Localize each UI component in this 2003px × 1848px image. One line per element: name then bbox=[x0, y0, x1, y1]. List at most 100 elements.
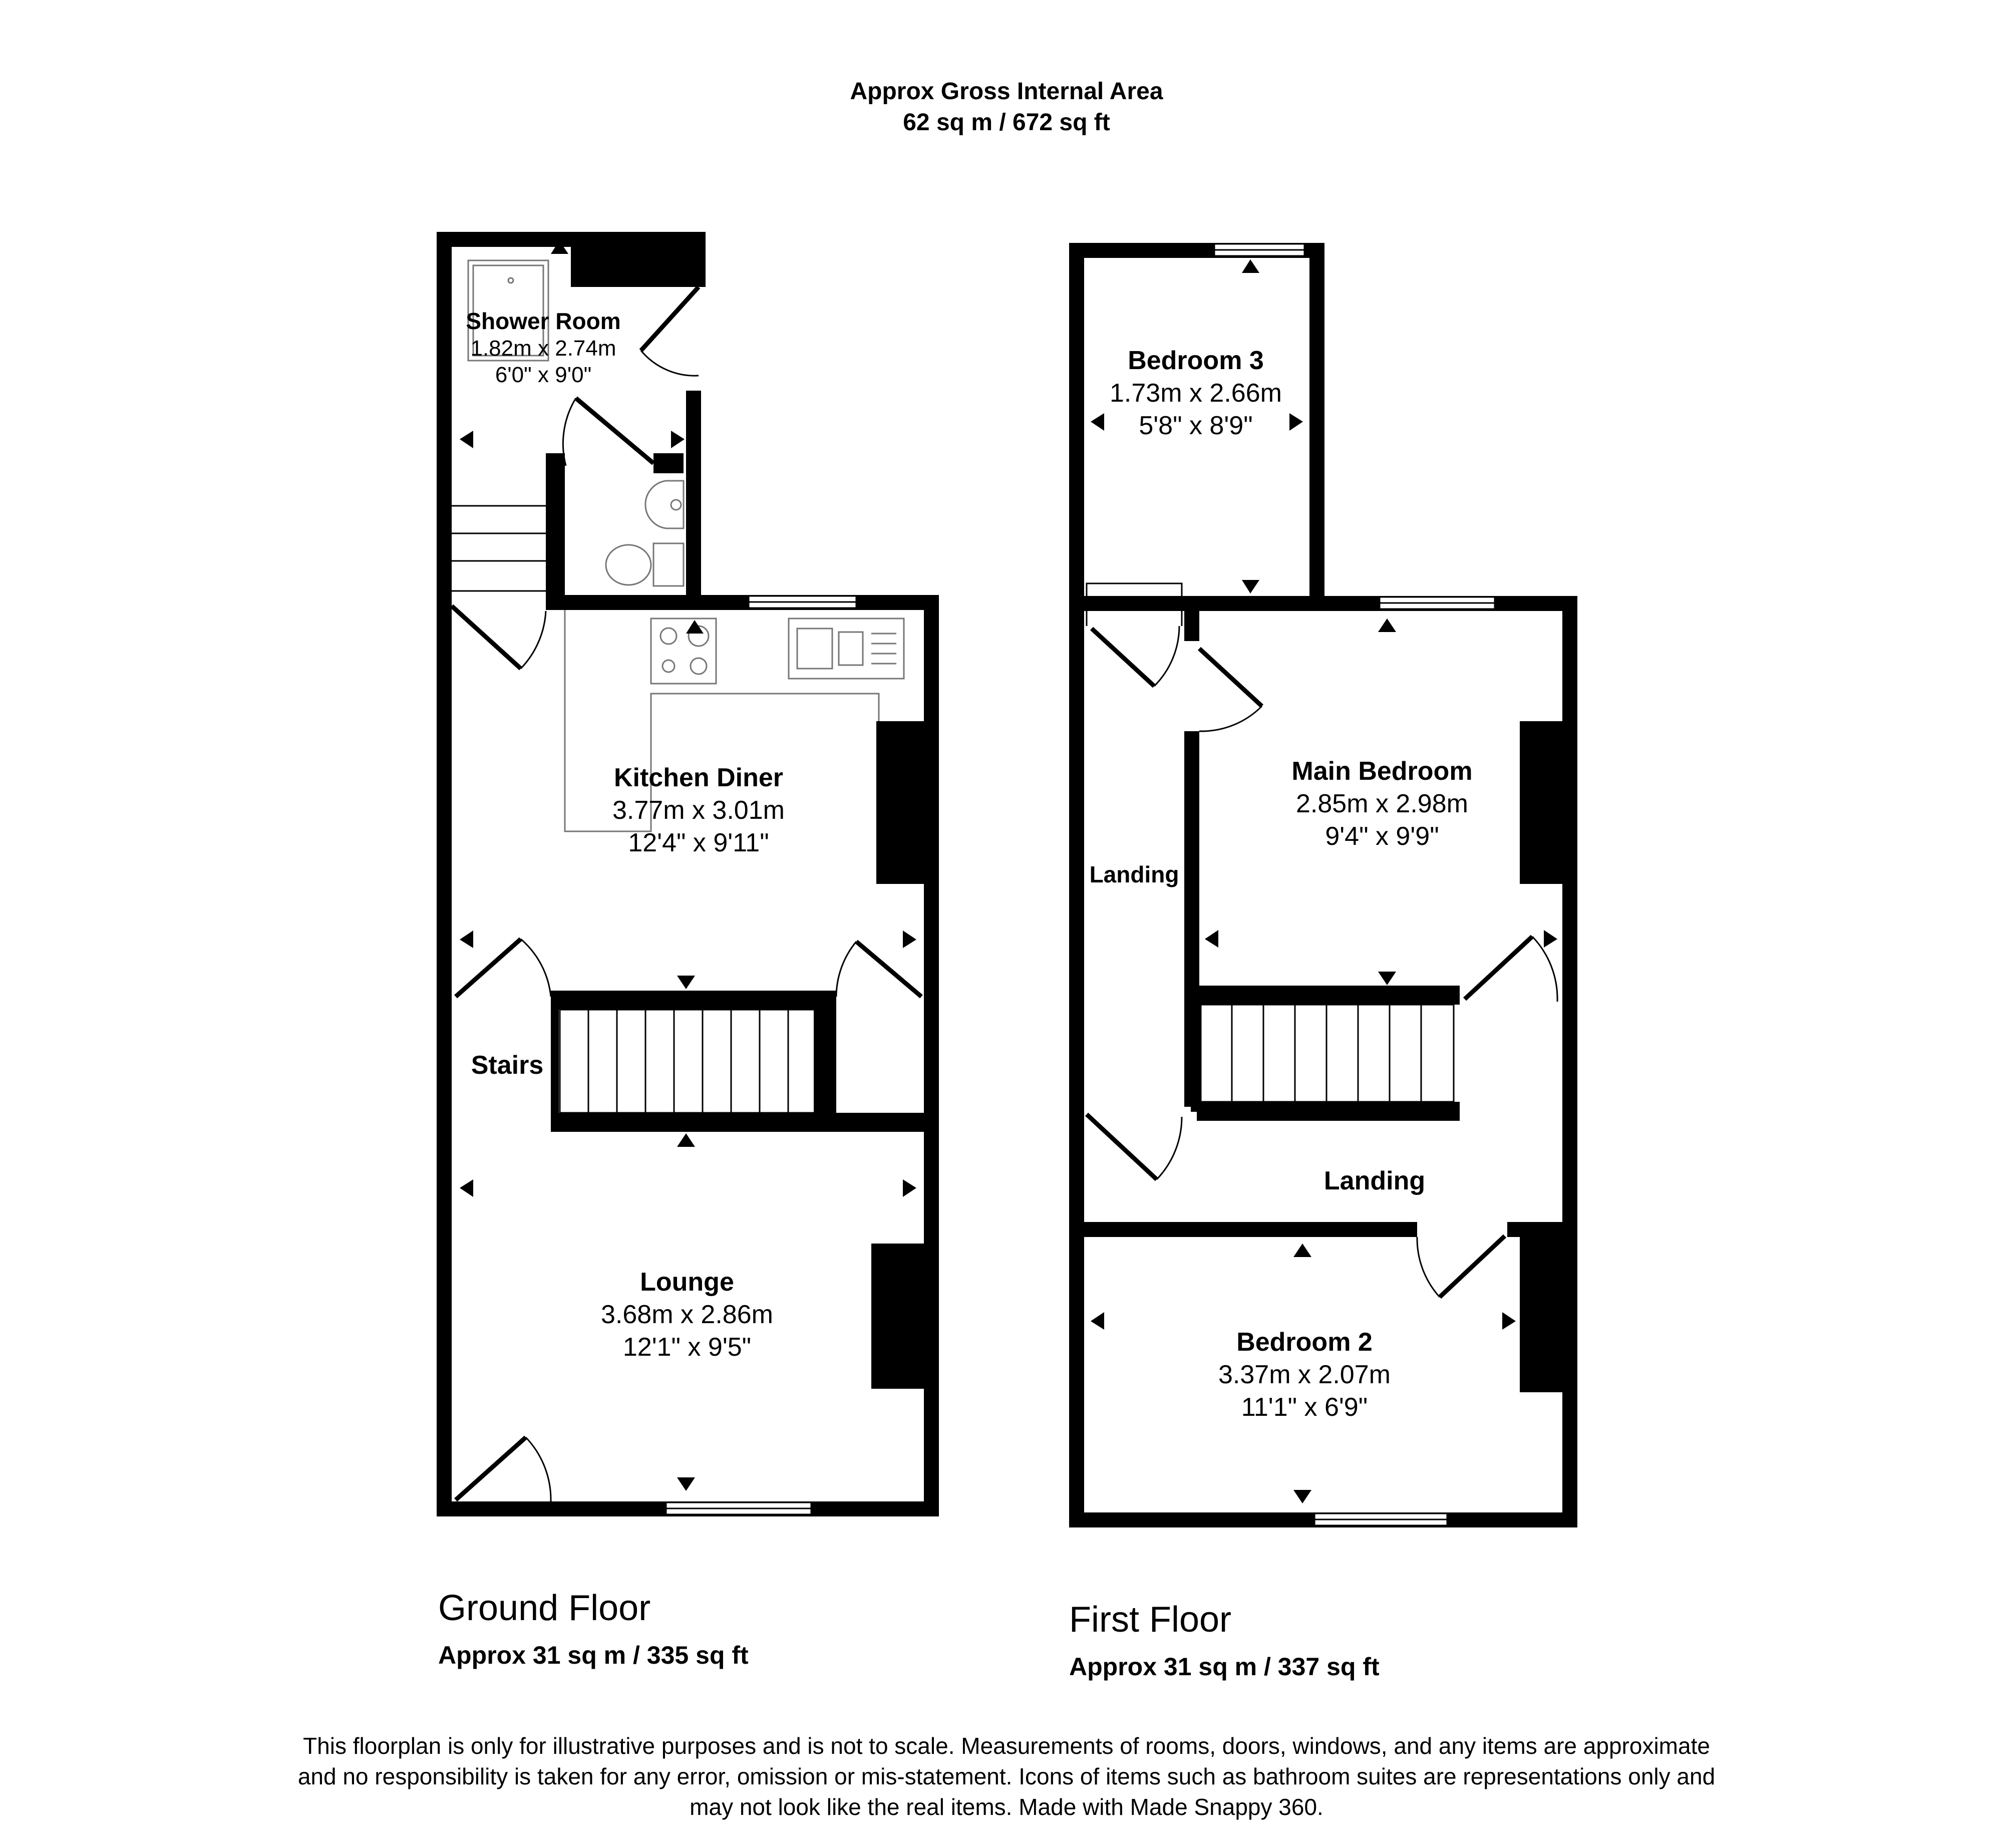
ff-wall bbox=[1077, 596, 1192, 611]
ground-floor-plan: Shower Room 1.82m x 2.74m 6'0" x 9'0" Ki… bbox=[437, 232, 939, 1516]
bedroom-2-metric: 3.37m x 2.07m bbox=[1218, 1360, 1391, 1389]
measure-arrow bbox=[460, 431, 473, 448]
ff-wall bbox=[1084, 1222, 1417, 1237]
gf-staircase bbox=[559, 1009, 816, 1114]
first-floor-plan: Bedroom 3 1.73m x 2.66m 5'8" x 8'9" Main… bbox=[1069, 243, 1577, 1527]
lounge-imperial: 12'1" x 9'5" bbox=[623, 1333, 751, 1362]
gf-wall bbox=[437, 232, 452, 1516]
disclaimer-line-1: This floorplan is only for illustrative … bbox=[303, 1733, 1710, 1759]
measure-arrow bbox=[460, 1179, 473, 1197]
shower-tray bbox=[467, 259, 549, 362]
gf-wall bbox=[551, 1113, 926, 1132]
kitchen-diner-label: Kitchen Diner bbox=[614, 763, 783, 792]
measure-arrow bbox=[1378, 972, 1396, 985]
ff-wall bbox=[1507, 1222, 1567, 1237]
first-floor-area: Approx 31 sq m / 337 sq ft bbox=[1069, 1653, 1380, 1681]
understairs-door bbox=[450, 604, 547, 671]
ff-wall bbox=[1197, 986, 1460, 1005]
gross-area-value: 62 sq m / 672 sq ft bbox=[903, 109, 1110, 136]
gross-area-title: Approx Gross Internal Area bbox=[850, 78, 1163, 105]
bedroom-3-imperial: 5'8" x 8'9" bbox=[1139, 411, 1252, 440]
measure-arrow bbox=[1502, 1312, 1516, 1330]
measure-arrow bbox=[677, 1477, 695, 1491]
bedroom-2-door bbox=[1416, 1234, 1507, 1299]
landing-label: Landing bbox=[1324, 1166, 1425, 1195]
disclaimer-line-2: and no responsibility is taken for any e… bbox=[298, 1763, 1715, 1789]
gf-wall bbox=[653, 453, 684, 473]
measure-arrow bbox=[1205, 930, 1218, 948]
stairs-label: Stairs bbox=[471, 1051, 544, 1080]
ff-wall bbox=[1309, 243, 1324, 606]
measure-arrow bbox=[1293, 1244, 1311, 1257]
ground-floor-area: Approx 31 sq m / 335 sq ft bbox=[438, 1641, 749, 1669]
hob-icon bbox=[650, 618, 717, 685]
landing-cupboard bbox=[1086, 582, 1183, 626]
measure-arrow bbox=[460, 931, 473, 948]
sink-icon bbox=[788, 618, 905, 680]
lounge-label: Lounge bbox=[640, 1268, 734, 1297]
shower-room-label: Shower Room bbox=[466, 308, 620, 334]
bedroom-3-door bbox=[1090, 626, 1180, 688]
winder-steps bbox=[452, 505, 546, 592]
wash-basin-icon bbox=[644, 480, 685, 529]
measure-arrow bbox=[903, 931, 916, 948]
measure-arrow bbox=[551, 240, 568, 254]
kitchen-door-left bbox=[454, 937, 552, 999]
bedroom-2-label: Bedroom 2 bbox=[1236, 1328, 1373, 1357]
gf-wall bbox=[814, 991, 836, 1116]
gf-wall bbox=[571, 232, 706, 287]
measure-arrow bbox=[1091, 1312, 1104, 1330]
shower-room-door bbox=[639, 285, 701, 377]
kitchen-door-right bbox=[835, 940, 923, 999]
gf-wall bbox=[551, 991, 831, 1010]
gf-wall bbox=[551, 991, 559, 1131]
gf-wall bbox=[546, 453, 565, 598]
bedroom-3-label: Bedroom 3 bbox=[1128, 346, 1264, 375]
lounge-metric: 3.68m x 2.86m bbox=[601, 1300, 773, 1329]
measure-arrow bbox=[677, 1133, 695, 1147]
shower-room-imperial: 6'0" x 9'0" bbox=[495, 363, 591, 387]
chimney-breast bbox=[1520, 721, 1565, 884]
gf-wall bbox=[546, 595, 686, 610]
chimney-breast bbox=[871, 1244, 926, 1389]
measure-arrow bbox=[1378, 619, 1396, 632]
shower-room-metric: 1.82m x 2.74m bbox=[470, 336, 616, 361]
front-door bbox=[454, 1435, 552, 1502]
main-bedroom-metric: 2.85m x 2.98m bbox=[1296, 789, 1468, 818]
chimney-breast bbox=[876, 721, 926, 884]
bathroom-door bbox=[1085, 1112, 1183, 1181]
main-bedroom-door bbox=[1197, 647, 1264, 732]
kitchen-diner-metric: 3.77m x 3.01m bbox=[612, 796, 785, 825]
measure-arrow bbox=[1544, 930, 1557, 948]
kitchen-diner-imperial: 12'4" x 9'11" bbox=[628, 828, 769, 857]
first-floor-title: First Floor bbox=[1069, 1600, 1231, 1640]
ff-staircase bbox=[1200, 1004, 1455, 1103]
measure-arrow bbox=[1091, 413, 1104, 431]
measure-arrow bbox=[671, 431, 685, 448]
toilet-icon bbox=[605, 542, 685, 587]
measure-arrow bbox=[1242, 580, 1259, 593]
gf-wall bbox=[686, 391, 701, 601]
measure-arrow bbox=[677, 976, 695, 989]
main-bedroom-label: Main Bedroom bbox=[1291, 757, 1472, 786]
ff-wall bbox=[1191, 997, 1201, 1112]
landing-side-label: Landing bbox=[1090, 861, 1179, 887]
ff-wall bbox=[1069, 243, 1084, 1527]
disclaimer-line-3: may not look like the real items. Made w… bbox=[690, 1794, 1323, 1820]
measure-arrow bbox=[1242, 259, 1259, 273]
measure-arrow bbox=[1293, 1490, 1311, 1503]
ground-floor-title: Ground Floor bbox=[438, 1588, 650, 1628]
ff-wall bbox=[1184, 596, 1199, 641]
bedroom-2-imperial: 11'1" x 6'9" bbox=[1241, 1393, 1368, 1422]
ff-wall bbox=[1197, 1102, 1460, 1121]
main-bedroom-door-2 bbox=[1463, 935, 1558, 1002]
chimney-breast bbox=[1520, 1237, 1565, 1392]
measure-arrow bbox=[686, 620, 704, 634]
measure-arrow bbox=[903, 1179, 916, 1197]
kitchen-worktop bbox=[564, 610, 880, 832]
bedroom-3-metric: 1.73m x 2.66m bbox=[1110, 379, 1282, 408]
main-bedroom-imperial: 9'4" x 9'9" bbox=[1325, 822, 1439, 851]
measure-arrow bbox=[1289, 413, 1303, 431]
wc-door bbox=[562, 396, 655, 466]
